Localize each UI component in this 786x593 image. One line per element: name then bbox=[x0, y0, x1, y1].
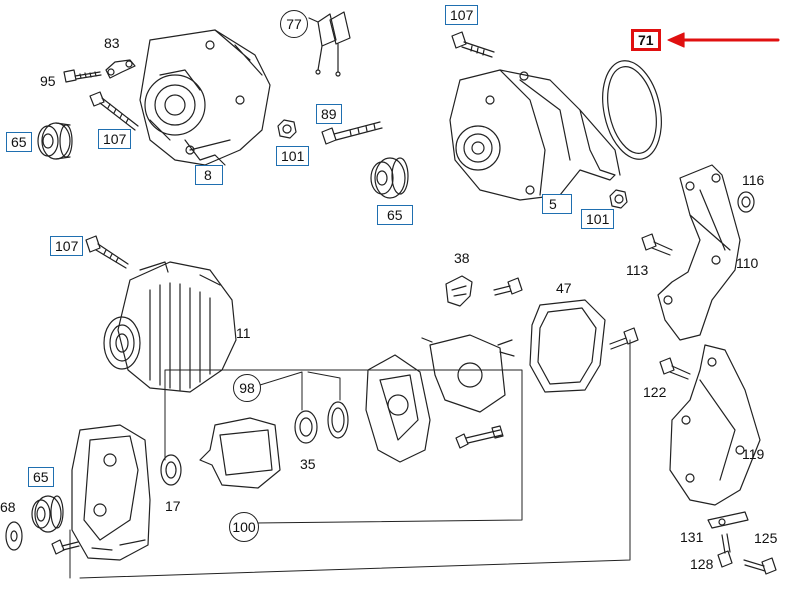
callout-125: 125 bbox=[754, 530, 778, 546]
pulley-65-center-drawing bbox=[370, 157, 409, 199]
housing-bottom-left-drawing bbox=[71, 424, 151, 561]
pulley-65-top-drawing bbox=[37, 122, 73, 160]
callout-110: 110 bbox=[736, 255, 759, 271]
stator-plate-drawing bbox=[199, 417, 281, 489]
bracket-131-drawing bbox=[707, 511, 749, 529]
screw-lower-left-drawing bbox=[51, 539, 80, 555]
callout-107-top[interactable]: 107 bbox=[445, 5, 479, 25]
callout-65-lower[interactable]: 65 bbox=[28, 467, 54, 487]
bolt-128-drawing bbox=[717, 533, 733, 568]
callout-101-right[interactable]: 101 bbox=[581, 209, 615, 229]
bolt-113-drawing bbox=[641, 233, 673, 256]
washer-116-drawing bbox=[737, 191, 755, 213]
callout-95: 95 bbox=[40, 73, 56, 89]
callout-131: 131 bbox=[680, 529, 704, 545]
alternator-5-drawing bbox=[449, 69, 621, 201]
callout-89[interactable]: 89 bbox=[316, 104, 342, 124]
callout-77[interactable]: 77 bbox=[280, 10, 308, 38]
bolt-89-drawing bbox=[321, 121, 383, 145]
nut-101-top-drawing bbox=[277, 119, 297, 139]
bolt-95-drawing bbox=[63, 69, 102, 83]
callout-107-left[interactable]: 107 bbox=[98, 129, 132, 149]
screw-long-drawing bbox=[455, 425, 504, 449]
callout-38: 38 bbox=[454, 250, 470, 266]
bolt-near-47-drawing bbox=[609, 327, 639, 350]
bracket-83-drawing bbox=[105, 59, 136, 79]
alternator-11-drawing bbox=[103, 261, 237, 393]
bolt-107-top-drawing bbox=[451, 31, 495, 58]
bolt-125-drawing bbox=[743, 557, 777, 575]
rectifier-drawing bbox=[365, 334, 515, 463]
alternator-8-drawing bbox=[139, 29, 271, 166]
bolt-small-drawing bbox=[493, 277, 523, 296]
callout-83: 83 bbox=[104, 35, 120, 51]
callout-8[interactable]: 8 bbox=[195, 165, 223, 185]
callout-68: 68 bbox=[0, 499, 16, 515]
callout-98[interactable]: 98 bbox=[233, 374, 261, 402]
belt-ring-71-drawing bbox=[602, 60, 662, 160]
callout-65-top[interactable]: 65 bbox=[6, 132, 32, 152]
highlight-arrow bbox=[667, 32, 780, 48]
group-leader-lines bbox=[69, 339, 631, 579]
callout-47: 47 bbox=[556, 280, 572, 296]
callout-101-top[interactable]: 101 bbox=[276, 146, 310, 166]
callout-122: 122 bbox=[643, 384, 667, 400]
connector-38-drawing bbox=[445, 275, 473, 307]
bearing-35-drawing bbox=[294, 401, 349, 444]
callout-35: 35 bbox=[300, 456, 316, 472]
bearing-17-drawing bbox=[160, 454, 182, 486]
callout-119: 119 bbox=[742, 446, 765, 462]
callout-71-highlighted[interactable]: 71 bbox=[631, 29, 661, 51]
bracket-110-drawing bbox=[657, 164, 741, 341]
callout-65-center[interactable]: 65 bbox=[377, 205, 413, 225]
nut-101-right-drawing bbox=[609, 189, 628, 209]
brush-set-77-drawing bbox=[308, 11, 351, 77]
pulley-65-lower-drawing bbox=[31, 495, 64, 533]
bolt-107-left-drawing bbox=[89, 91, 139, 131]
bolt-122-drawing bbox=[659, 357, 691, 380]
callout-116: 116 bbox=[742, 172, 765, 188]
bracket-119-drawing bbox=[669, 344, 761, 506]
callout-113: 113 bbox=[626, 262, 649, 278]
callout-5[interactable]: 5 bbox=[542, 194, 572, 214]
callout-128: 128 bbox=[690, 556, 714, 572]
callout-107-mid[interactable]: 107 bbox=[50, 236, 84, 256]
ring-47-drawing bbox=[529, 299, 606, 393]
callout-100[interactable]: 100 bbox=[229, 512, 259, 542]
callout-11: 11 bbox=[236, 325, 251, 341]
bolt-107-mid-drawing bbox=[85, 235, 129, 269]
callout-17: 17 bbox=[165, 498, 181, 514]
washer-68-drawing bbox=[5, 521, 23, 551]
